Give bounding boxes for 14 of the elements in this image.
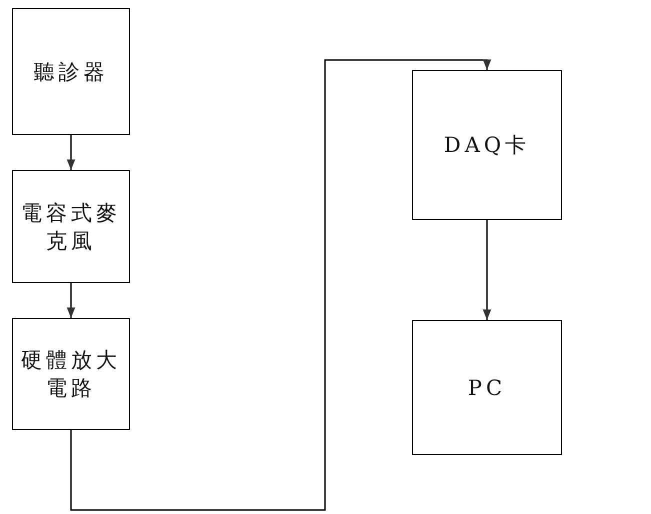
- box-label: 硬體放大電路: [20, 347, 122, 402]
- process-box: [12, 170, 130, 283]
- process-box: [12, 8, 130, 135]
- process-box: [412, 320, 562, 455]
- box-label: 電容式麥克風: [20, 200, 122, 254]
- box-label: DAQ卡: [444, 132, 530, 159]
- arrow: [482, 220, 492, 320]
- box-label: PC: [468, 376, 506, 400]
- arrow: [66, 283, 76, 318]
- process-box: [412, 70, 562, 220]
- arrow: [66, 135, 76, 170]
- box-label: 聽診器: [34, 58, 108, 86]
- arrow: [70, 59, 492, 511]
- process-box: [12, 318, 130, 430]
